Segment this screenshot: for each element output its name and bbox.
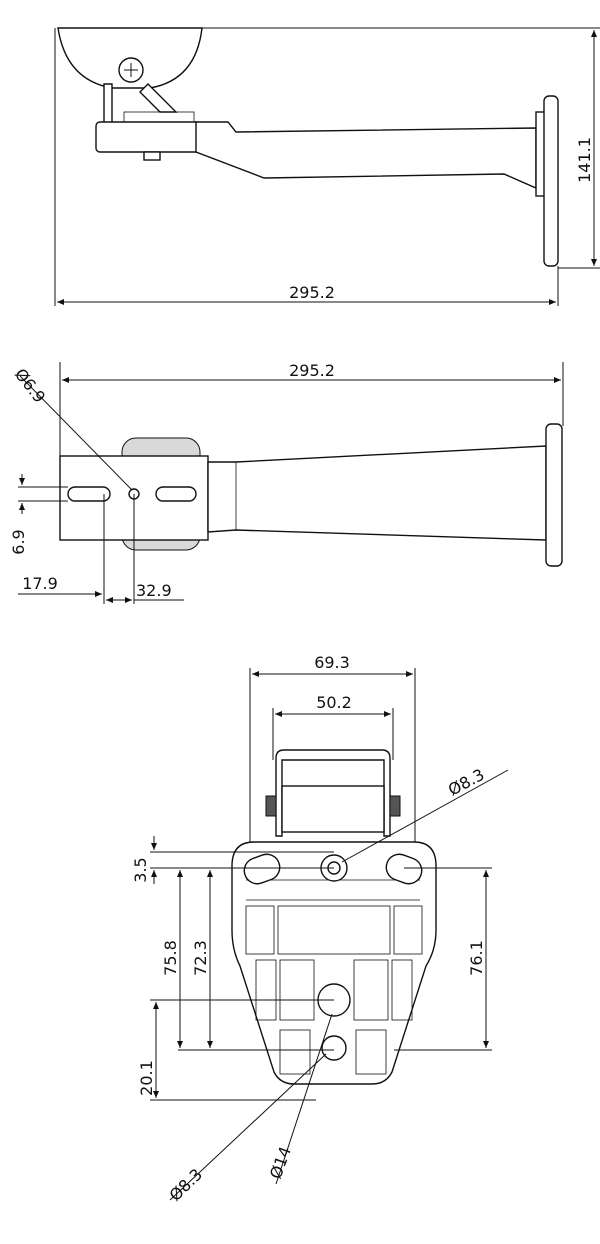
- top-offset-a-label: 17.9: [22, 574, 58, 593]
- base-plate: [231, 841, 437, 1085]
- side-pivot-arm: [139, 83, 178, 113]
- top-offset-b-label: 32.9: [136, 581, 172, 600]
- side-clamp-plate: [123, 111, 195, 123]
- base-dim-left-small-label: 3.5: [131, 857, 150, 882]
- side-clamp-block: [95, 121, 203, 153]
- side-width-label: 295.2: [289, 283, 335, 302]
- base-dim-left-bottom-label: 20.1: [137, 1060, 156, 1096]
- base-inner-width-label: 50.2: [316, 693, 352, 712]
- base-dim-left-inner-label: 72.3: [191, 940, 210, 976]
- base-hole-bottom: [321, 1035, 347, 1061]
- base-hole-top-label: Ø8.3: [445, 765, 488, 800]
- top-slot-right: [155, 486, 197, 502]
- base-bolt-right: [389, 795, 401, 817]
- base-slot-right: [385, 853, 423, 885]
- top-wall-plate: [545, 423, 563, 567]
- side-wall-plate: [543, 95, 559, 267]
- base-dim-left-mid-label: 75.8: [161, 940, 180, 976]
- base-bracket-plate: [281, 785, 385, 833]
- side-view: 295.2 141.1: [54, 27, 600, 306]
- top-slot-left: [67, 486, 111, 502]
- base-dim-right-label: 76.1: [467, 940, 486, 976]
- base-hole-large-label: Ø14: [266, 1144, 295, 1181]
- side-height-label: 141.1: [575, 137, 594, 183]
- side-arm: [195, 121, 537, 190]
- top-slot-width-label: 6.9: [9, 529, 28, 554]
- base-slot-left: [243, 853, 281, 885]
- top-arm: [207, 445, 547, 541]
- base-ribs: [245, 879, 423, 1075]
- base-view: 69.3 50.2: [131, 653, 509, 1205]
- base-outer-width-label: 69.3: [314, 653, 350, 672]
- screw-head: [118, 57, 144, 83]
- base-bolt-left: [265, 795, 277, 817]
- top-view: 295.2 Ø6.9 6.9 17.9 32.9: [9, 361, 564, 604]
- side-nut: [143, 151, 161, 161]
- top-width-label: 295.2: [289, 361, 335, 380]
- side-pivot: [103, 83, 113, 125]
- base-hole-bottom-label: Ø8.3: [166, 1165, 207, 1205]
